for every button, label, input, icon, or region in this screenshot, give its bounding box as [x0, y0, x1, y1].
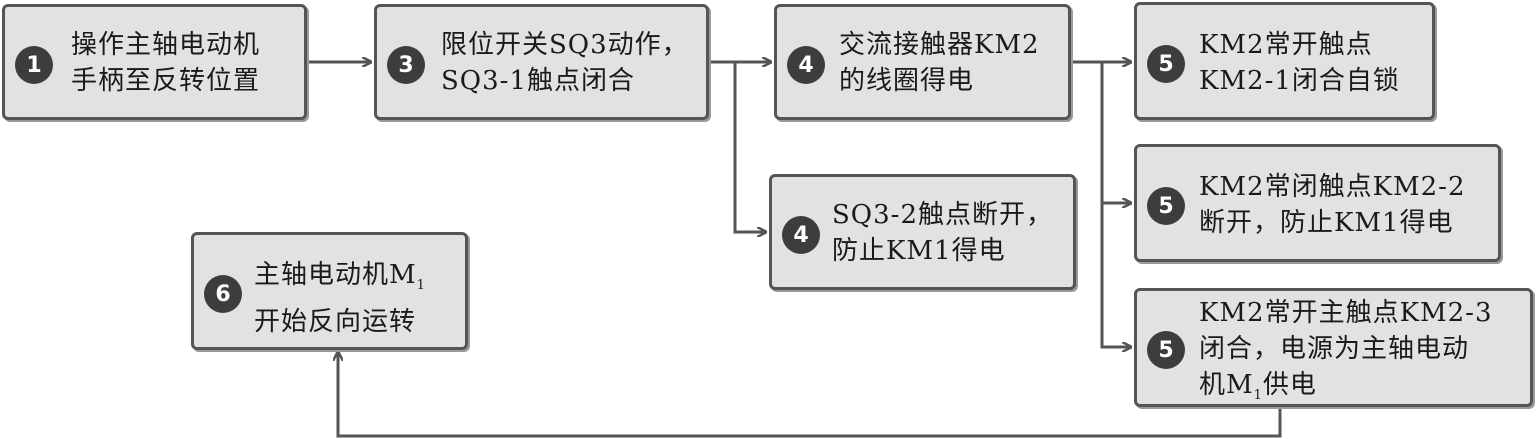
step-5b-line-2: 断开，防止KM1得电	[1199, 208, 1454, 238]
step-3-line-1: 限位开关SQ3动作，	[441, 30, 689, 60]
arrow-step4-to-step5c	[1100, 203, 1131, 347]
step-5b-line-1: KM2常闭触点KM2-2	[1199, 172, 1466, 202]
step-6-line-2: 开始反向运转	[254, 307, 417, 338]
step-4b-line-1: SQ3-2触点断开，	[832, 200, 1053, 230]
step-4b-line-2: 防止KM1得电	[832, 236, 1006, 266]
step-5c-subscript: 1	[1253, 388, 1263, 404]
step-5b-text: KM2常闭触点KM2-2 断开，防止KM1得电	[1199, 169, 1466, 241]
step-4-line-1: 交流接触器KM2	[839, 30, 1040, 60]
step-4b-text: SQ3-2触点断开， 防止KM1得电	[832, 197, 1053, 269]
step-5b-box: 5 KM2常闭触点KM2-2 断开，防止KM1得电	[1134, 144, 1501, 262]
step-5a-text: KM2常开触点 KM2-1闭合自锁	[1199, 27, 1400, 99]
arrow-step3-to-step4b	[733, 62, 766, 232]
step-1-text: 操作主轴电动机 手柄至反转位置	[71, 27, 260, 99]
step-6-text: 主轴电动机M1 开始反向运转	[254, 257, 426, 340]
step-1-line-1: 操作主轴电动机	[71, 30, 261, 60]
step-5c-line-3-tail: 供电	[1262, 370, 1317, 400]
step-5a-line-1: KM2常开触点	[1199, 30, 1373, 60]
step-5c-badge: 5	[1147, 331, 1185, 369]
step-4b-badge: 4	[782, 216, 820, 254]
step-4-line-2: 的线圈得电	[839, 66, 975, 96]
step-1-badge: 1	[15, 46, 53, 84]
step-5c-text: KM2常开主触点KM2-3 闭合，电源为主轴电动 机M1供电	[1199, 295, 1493, 414]
step-3-line-2: SQ3-1触点闭合	[441, 66, 635, 96]
step-5c-line-3: 机M1供电	[1199, 367, 1493, 414]
step-1-box: 1 操作主轴电动机 手柄至反转位置	[2, 4, 307, 120]
step-4b-box: 4 SQ3-2触点断开， 防止KM1得电	[769, 174, 1076, 290]
step-6-line-1: 主轴电动机M1	[254, 257, 426, 304]
arrow-step5c-to-step6	[338, 352, 1282, 438]
step-5c-box: 5 KM2常开主触点KM2-3 闭合，电源为主轴电动 机M1供电	[1134, 288, 1533, 407]
step-4-badge: 4	[787, 46, 825, 84]
step-6-subscript: 1	[416, 278, 426, 294]
step-6-badge: 6	[204, 275, 242, 313]
step-4-box: 4 交流接触器KM2 的线圈得电	[774, 4, 1071, 120]
step-5b-badge: 5	[1147, 187, 1185, 225]
step-5c-line-3-main: 机M	[1199, 370, 1254, 400]
arrow-step4-to-step5b	[1100, 62, 1131, 203]
step-5a-badge: 5	[1147, 45, 1185, 83]
step-3-text: 限位开关SQ3动作， SQ3-1触点闭合	[441, 27, 689, 99]
step-3-box: 3 限位开关SQ3动作， SQ3-1触点闭合	[374, 4, 709, 120]
step-5c-line-2: 闭合，电源为主轴电动	[1199, 334, 1470, 364]
step-5a-line-2: KM2-1闭合自锁	[1199, 66, 1400, 96]
step-5a-box: 5 KM2常开触点 KM2-1闭合自锁	[1134, 2, 1435, 120]
step-5c-line-1: KM2常开主触点KM2-3	[1199, 298, 1493, 328]
step-4-text: 交流接触器KM2 的线圈得电	[839, 27, 1040, 99]
step-1-line-2: 手柄至反转位置	[71, 66, 261, 96]
step-3-badge: 3	[387, 46, 425, 84]
step-6-line-1-main: 主轴电动机M	[254, 260, 417, 290]
step-6-box: 6 主轴电动机M1 开始反向运转	[191, 232, 468, 350]
